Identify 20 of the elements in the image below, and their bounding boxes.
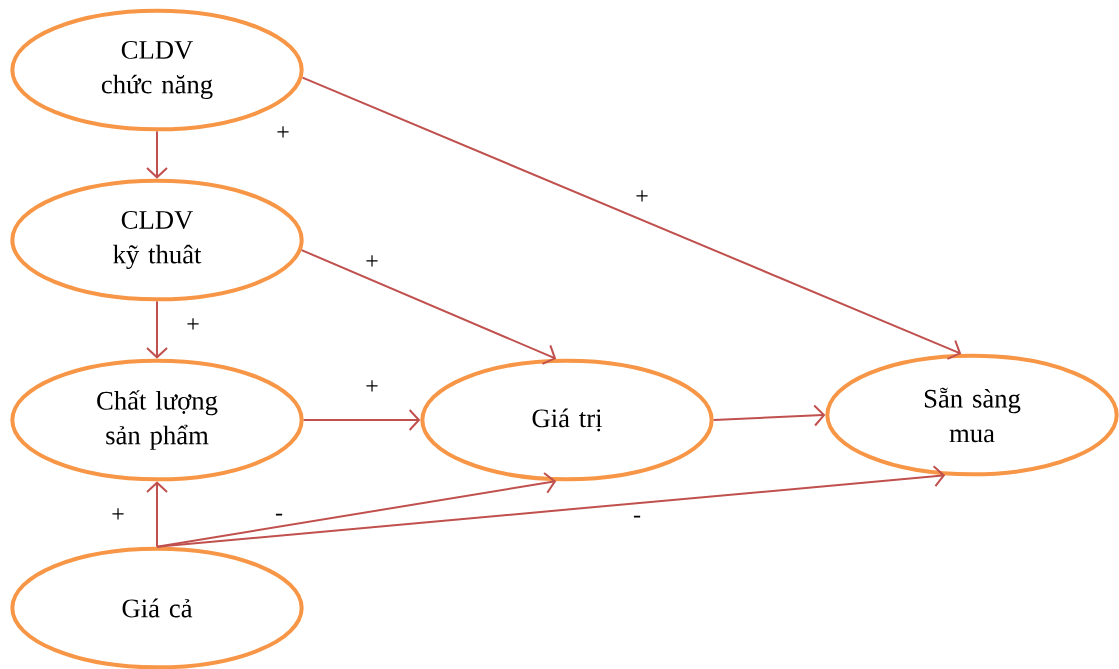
oval-node: Giá trị: [420, 358, 714, 482]
arrow: [156, 465, 946, 548]
arrow: [712, 404, 826, 427]
arrow: [146, 130, 168, 179]
oval-node: Chất lượng sản phẩm: [10, 358, 304, 482]
oval-node: CLDV kỹ thuât: [10, 178, 304, 302]
arrow: [302, 409, 421, 431]
edge-label: +: [109, 506, 127, 524]
arrow: [146, 481, 168, 548]
arrow: [146, 300, 168, 359]
edge-label: +: [363, 378, 381, 396]
arrow: [156, 472, 557, 548]
edge-label: -: [631, 514, 643, 524]
edge-label: -: [273, 512, 285, 522]
arrow: [301, 76, 962, 360]
oval-node: Sẵn sàng mua: [825, 353, 1119, 477]
edge-label: +: [633, 188, 651, 206]
edge-label: +: [184, 316, 202, 334]
arrow: [300, 249, 557, 365]
edge-label: +: [363, 253, 381, 271]
